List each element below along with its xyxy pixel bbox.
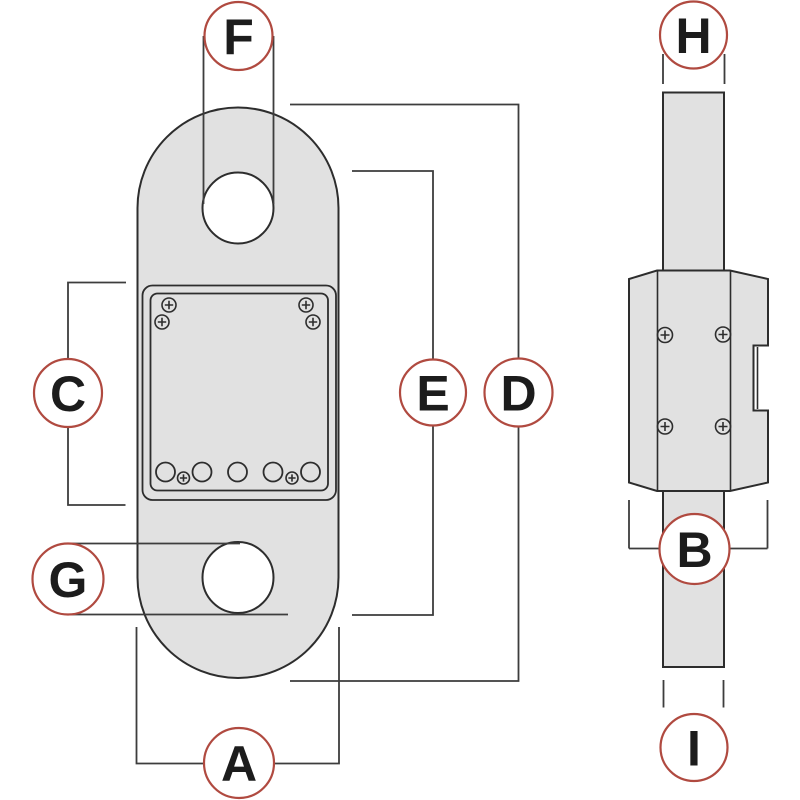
callout-letter: I — [687, 721, 701, 777]
callout-letter: H — [675, 8, 711, 64]
display-panel-inner — [149, 292, 329, 492]
callout-h: H — [658, 0, 729, 70]
panel-button — [227, 461, 248, 483]
top-shackle-hole — [201, 171, 275, 245]
callout-circle — [31, 542, 105, 616]
callout-letter: B — [676, 522, 712, 578]
front-body — [136, 106, 340, 679]
callout-circle — [658, 0, 729, 70]
panel-buttons — [155, 461, 321, 485]
callout-circle — [203, 0, 274, 72]
housing-screw-icon — [714, 326, 732, 343]
callouts: F H C E D G B A — [31, 0, 731, 800]
dim-line-g — [66, 542, 288, 616]
housing-edge-line — [656, 270, 732, 491]
callout-c: C — [32, 357, 104, 429]
housing-screw-icon — [714, 418, 732, 435]
callout-d: D — [483, 357, 554, 428]
callout-a: A — [202, 726, 276, 800]
panel-button — [300, 461, 321, 483]
callout-g: G — [31, 542, 105, 616]
callout-circle — [659, 712, 729, 783]
callout-circle — [483, 357, 554, 428]
housing-screw-icon — [656, 418, 674, 435]
bottom-shackle-hole — [201, 541, 275, 614]
panel-screw-icon — [305, 314, 321, 330]
side-housing — [628, 269, 769, 492]
callout-e: E — [398, 358, 468, 427]
callout-letter: C — [50, 366, 86, 422]
side-top-bar — [662, 91, 725, 273]
callout-letter: A — [221, 736, 257, 792]
panel-screw-icon — [154, 314, 170, 330]
callout-circle — [658, 512, 731, 586]
panel-button — [262, 461, 284, 483]
callout-letter: E — [416, 366, 449, 422]
callout-letter: F — [223, 9, 254, 65]
callout-circle — [32, 357, 104, 429]
panel-screw-icon — [176, 471, 191, 485]
dim-line-i — [662, 680, 725, 708]
panel-screw-icon — [298, 297, 314, 313]
panel-button — [155, 461, 176, 483]
callout-letter: D — [500, 366, 536, 422]
dim-line-f — [202, 36, 275, 204]
panel-button — [191, 461, 213, 483]
callout-circle — [398, 358, 468, 427]
display-panel-outer — [141, 284, 337, 501]
panel-screw-icon — [285, 471, 299, 485]
callout-b: B — [658, 512, 731, 586]
housing-screw-icon — [656, 326, 674, 344]
dim-line-h — [662, 54, 726, 84]
callout-circle — [202, 726, 276, 800]
front-view — [136, 106, 340, 679]
callout-f: F — [203, 0, 274, 72]
callout-i: I — [659, 712, 729, 783]
panel-screw-icon — [161, 297, 177, 313]
callout-letter: G — [49, 552, 88, 608]
